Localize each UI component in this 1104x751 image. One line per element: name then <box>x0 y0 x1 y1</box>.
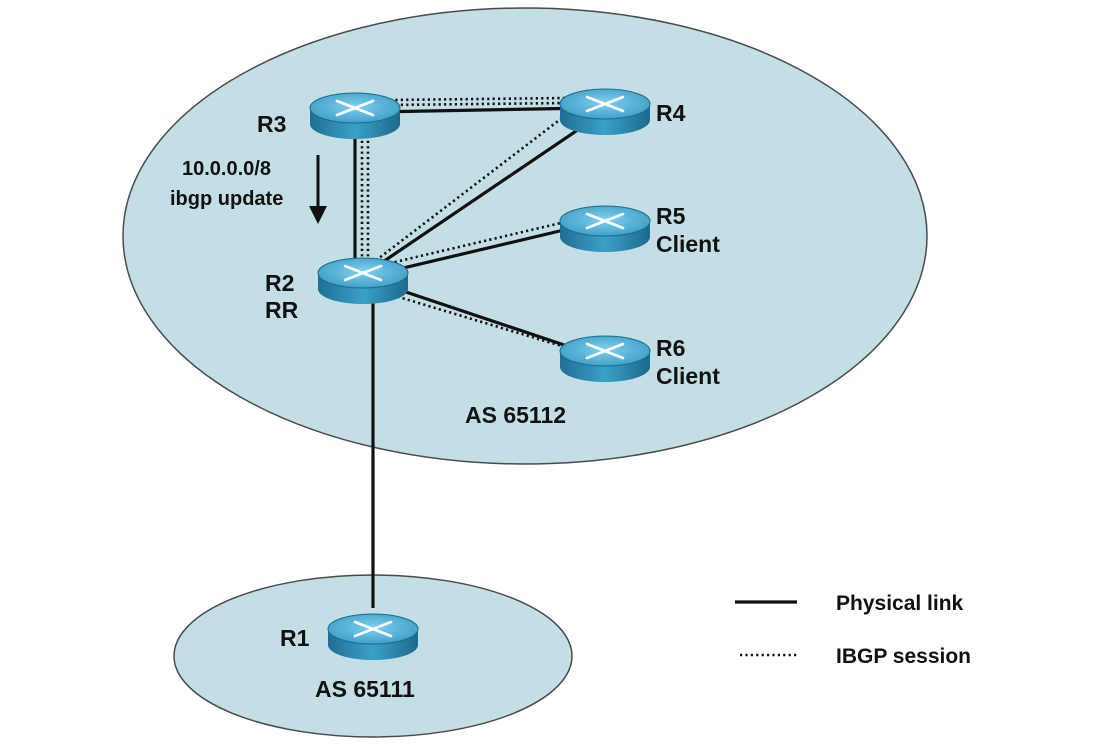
router-r5-label: R5 <box>656 203 686 229</box>
update-prefix-label: 10.0.0.0/8 <box>182 158 271 180</box>
router-r4-label: R4 <box>656 100 686 126</box>
legend-physical-label: Physical link <box>836 592 964 615</box>
ibgp-r4-r2 <box>369 116 563 267</box>
link-r6-r2 <box>384 283 589 355</box>
legend-ibgp-label: IBGP session <box>836 645 971 668</box>
router-r5-role: Client <box>656 231 720 257</box>
as-65112-area <box>122 7 928 465</box>
router-r3 <box>309 92 401 139</box>
router-arrows-icon <box>353 620 393 638</box>
router-r3-label: R3 <box>257 111 286 137</box>
router-r6-role: Client <box>656 363 720 389</box>
router-arrows-icon <box>585 212 625 230</box>
ibgp-r3-r4-a <box>389 96 567 102</box>
ibgp-sessions <box>360 96 567 349</box>
router-arrows-icon <box>343 264 383 282</box>
router-r1-label: R1 <box>280 625 310 651</box>
link-r3-r4 <box>374 106 591 114</box>
router-r2 <box>317 257 409 304</box>
router-r6-label: R6 <box>656 335 685 361</box>
link-r5-r2 <box>377 223 586 276</box>
router-arrows-icon <box>335 99 375 117</box>
router-r5 <box>559 205 651 252</box>
router-arrows-icon <box>585 95 625 113</box>
router-arrows-icon <box>585 342 625 360</box>
router-r1 <box>327 613 419 660</box>
as-65111-label: AS 65111 <box>315 676 415 702</box>
router-r2-role: RR <box>265 297 299 323</box>
update-type-label: ibgp update <box>170 188 283 210</box>
physical-links <box>353 106 591 608</box>
router-r6 <box>559 335 651 382</box>
legend: Physical link IBGP session <box>735 592 971 668</box>
router-r4 <box>559 88 651 135</box>
link-r4-r2 <box>367 123 586 274</box>
router-r2-label: R2 <box>265 270 294 296</box>
ibgp-r3-r4-b <box>389 101 567 107</box>
as-65112-label: AS 65112 <box>465 402 566 428</box>
